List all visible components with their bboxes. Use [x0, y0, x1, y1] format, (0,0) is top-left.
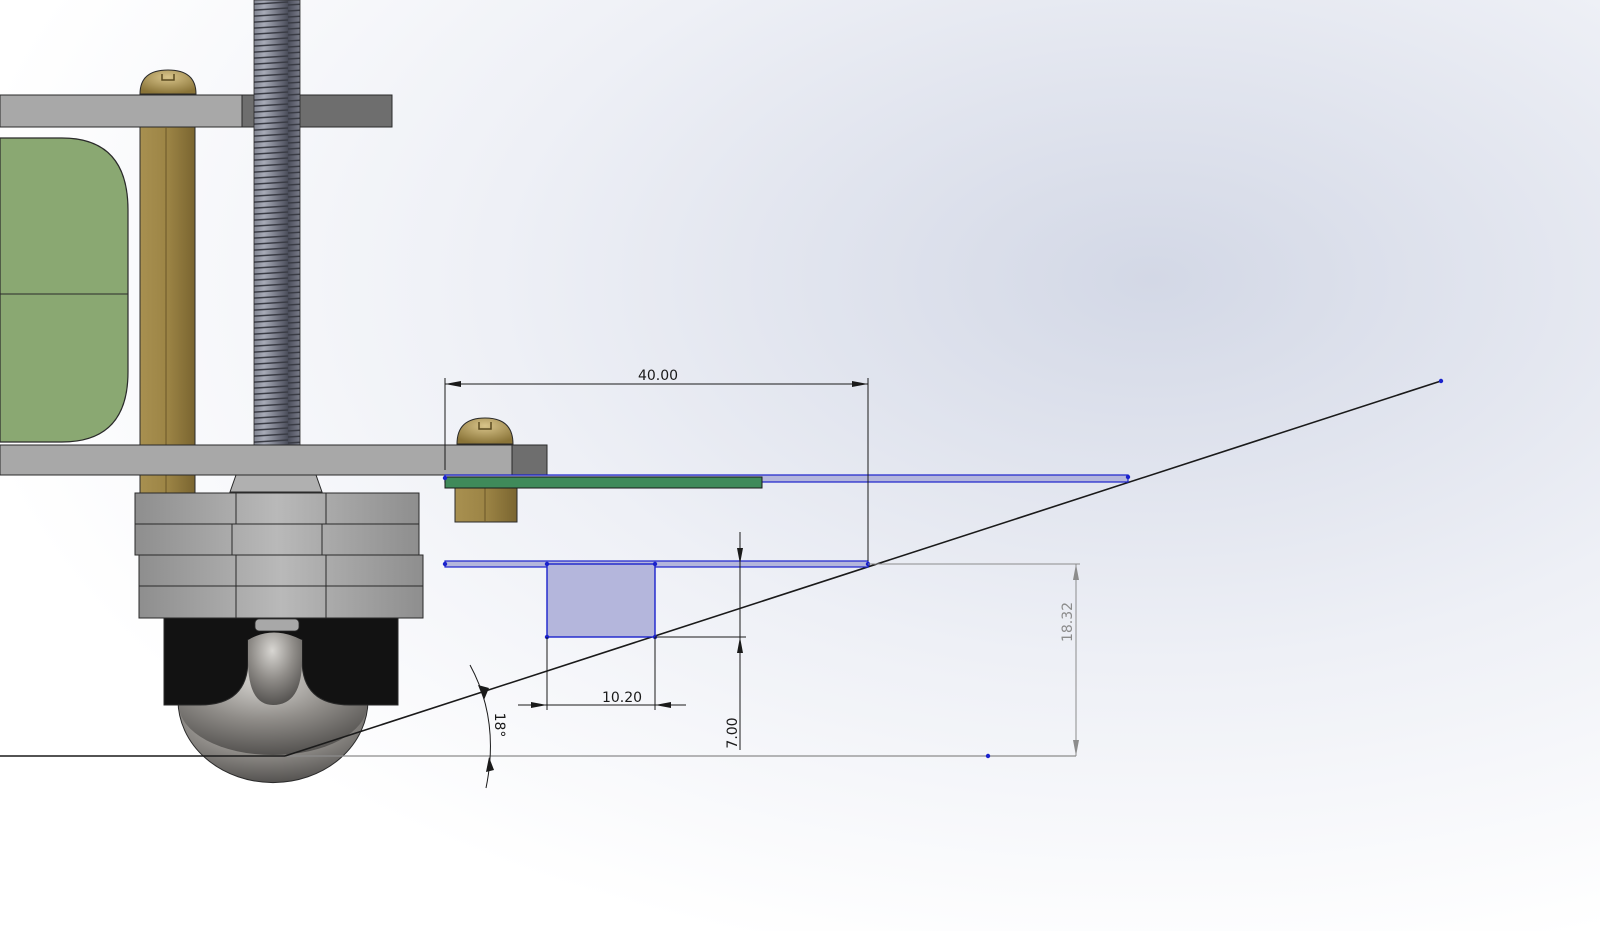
sensor-corner-tr[interactable]: [652, 561, 658, 567]
spacer-4: [138, 585, 424, 619]
ramp-line[interactable]: [284, 380, 1442, 757]
dimension-7-00[interactable]: 7.00: [655, 532, 746, 750]
dimension-10-20[interactable]: 10.20: [518, 637, 686, 710]
caster-ball-top: [248, 632, 302, 705]
lower-strip-start[interactable]: [442, 561, 448, 567]
rod-nut: [229, 474, 323, 493]
bottom-plate: [0, 444, 513, 476]
spacer-2: [134, 523, 420, 556]
dimension-angle-18-label: 18°: [491, 713, 507, 738]
threaded-rod: [253, 0, 301, 446]
spacer-1: [134, 492, 420, 525]
spacer-seams: [231, 493, 327, 618]
top-plate: [0, 94, 243, 128]
dimensions: 40.00 18.32 10.20 7.00: [444, 368, 1080, 789]
dimension-10-20-label: 10.20: [602, 690, 642, 706]
bottom-plate-end: [511, 444, 548, 476]
robot-assembly: [0, 0, 548, 784]
green-housing: [0, 137, 129, 443]
bracket-screw-slot: [478, 422, 492, 430]
sketch-geometry: [0, 378, 1444, 759]
bracket-screw-head: [456, 417, 514, 445]
pcb-board: [444, 476, 763, 489]
sensor-block[interactable]: [546, 563, 656, 638]
dimension-7-00-label: 7.00: [725, 717, 741, 748]
dimension-18-32-label: 18.32: [1060, 602, 1076, 642]
caster-pin: [254, 618, 300, 632]
dimension-40-label: 40.00: [638, 368, 678, 384]
top-screw-head: [139, 69, 197, 95]
spacer-3: [138, 554, 424, 587]
upper-strip-start[interactable]: [442, 475, 448, 481]
dimension-40[interactable]: 40.00: [444, 368, 869, 561]
upper-strip-endpoint[interactable]: [1125, 474, 1131, 480]
dimension-angle-18[interactable]: 18°: [469, 664, 507, 789]
dimension-18-32[interactable]: 18.32: [868, 563, 1080, 756]
bracket-nut: [454, 485, 518, 523]
top-screw-slot: [161, 74, 175, 81]
brass-standoff: [139, 126, 196, 508]
ramp-endpoint[interactable]: [1438, 378, 1444, 384]
sensor-corner-tl[interactable]: [544, 561, 550, 567]
ground-endpoint[interactable]: [985, 753, 991, 759]
